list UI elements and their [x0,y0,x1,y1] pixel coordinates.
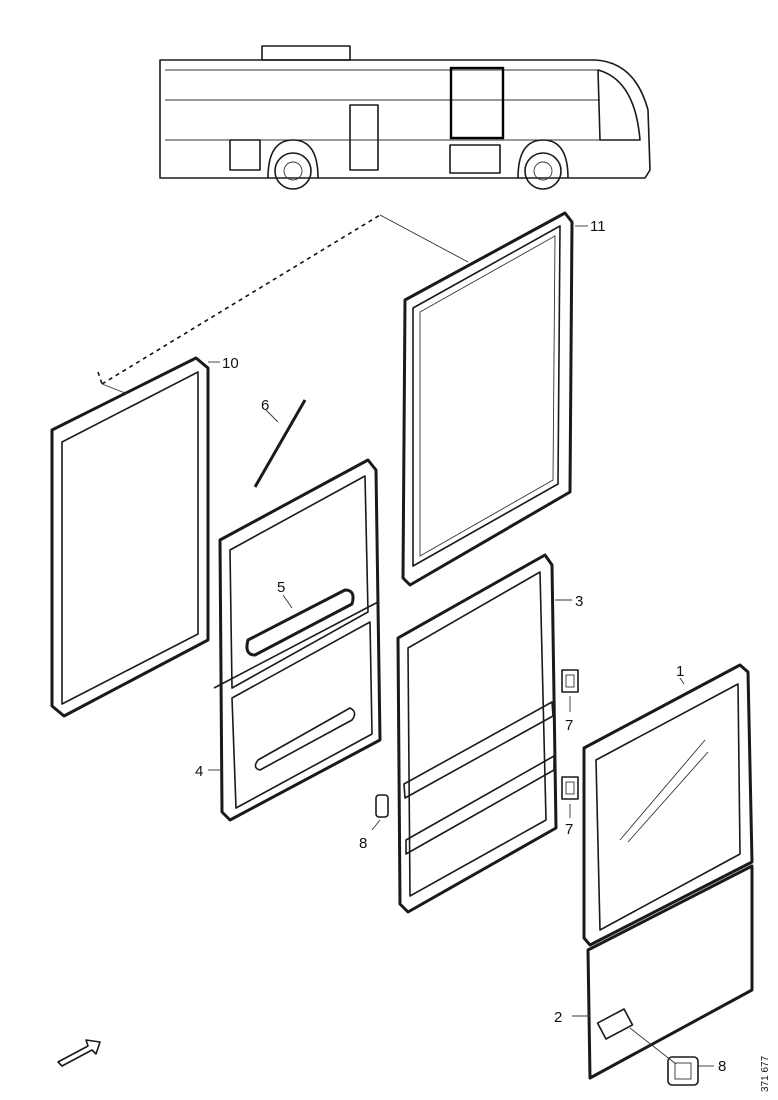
part-11-door-frame [401,211,574,587]
part-1-glass-panel [582,663,754,947]
part-2-lower-panel [586,864,754,1080]
callout-3: 3 [575,593,583,610]
callout-9: 6 [261,397,269,414]
door-location-highlight [449,66,505,140]
callout-10: 10 [222,355,239,372]
part-10-seal-frame [50,356,210,718]
part-9-rod [253,399,307,488]
callout-1: 1 [676,663,684,680]
callout-4: 4 [195,763,203,780]
callout-8-bottom: 8 [718,1058,726,1075]
bus-overview [159,45,651,190]
front-wheel [517,139,569,190]
part-8-clip-left [375,794,389,818]
part-4-inner-panel [213,458,382,822]
rear-wheel [267,139,319,190]
direction-arrow-icon [57,1039,101,1067]
part-7-hinge-lower [561,776,579,800]
part-3-frame [396,553,558,914]
leader-lines [208,225,714,1067]
callout-8-left: 8 [359,835,367,852]
drawing-code: 371 677 [760,1055,771,1092]
part-5-handle [245,588,355,657]
callout-7-lower: 7 [565,821,573,838]
part-8-latch-bottom [667,1056,699,1086]
callout-5: 5 [277,579,285,596]
callout-7-upper: 7 [565,717,573,734]
assembly-dashed-line [97,214,381,385]
callout-11: 11 [590,218,606,235]
callout-2: 2 [554,1009,562,1026]
part-7-hinge-upper [561,669,579,693]
